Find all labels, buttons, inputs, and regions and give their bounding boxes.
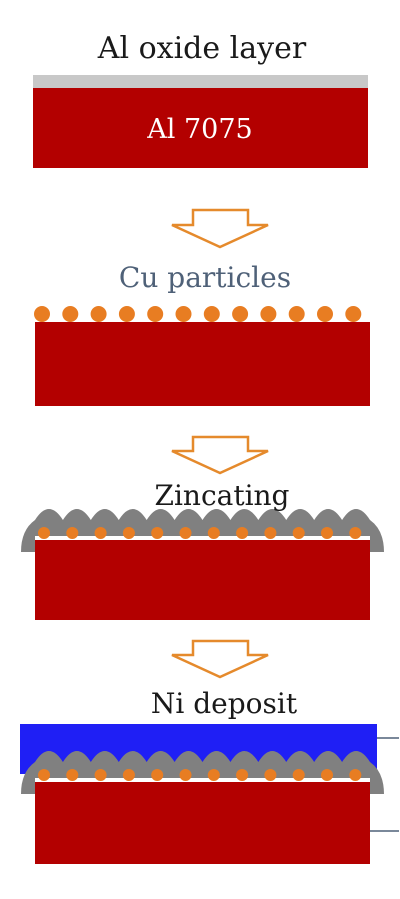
cu-particle bbox=[38, 769, 50, 781]
zinc-scallop bbox=[21, 751, 384, 794]
cu-particle bbox=[151, 527, 164, 539]
cu-particle bbox=[317, 306, 333, 322]
substrate-block-2 bbox=[35, 322, 370, 406]
cu-particle bbox=[236, 527, 249, 539]
cu-particle bbox=[179, 527, 192, 539]
cu-particle bbox=[349, 527, 362, 539]
cu-particle bbox=[288, 306, 305, 322]
cu-particle bbox=[151, 769, 164, 781]
cu-particle bbox=[118, 306, 135, 322]
oxide-layer bbox=[33, 75, 368, 88]
cu-particle bbox=[175, 306, 192, 322]
down-arrow-2 bbox=[171, 435, 269, 475]
cu-particles-label: Cu particles bbox=[119, 261, 291, 294]
cu-particle bbox=[94, 527, 107, 539]
cu-particle bbox=[345, 306, 362, 322]
cu-particle bbox=[66, 527, 79, 539]
cu-particle bbox=[207, 769, 220, 781]
cu-particle bbox=[94, 769, 107, 781]
cu-particle bbox=[147, 306, 164, 322]
zinc-scallop bbox=[21, 509, 384, 552]
zincating-label: Zincating bbox=[155, 479, 290, 512]
ni-deposit-label: Ni deposit bbox=[151, 687, 298, 720]
cu-particle bbox=[321, 769, 333, 781]
cu-particle bbox=[38, 527, 50, 539]
substrate-label: Al 7075 bbox=[146, 114, 252, 145]
cu-particle bbox=[292, 769, 305, 781]
cu-particle bbox=[122, 769, 135, 781]
cu-particle bbox=[207, 527, 220, 539]
oxide-layer-label: Al oxide layer bbox=[97, 31, 307, 66]
cu-particle bbox=[62, 306, 79, 322]
cu-particle-row bbox=[34, 306, 362, 322]
cu-particle bbox=[349, 769, 362, 781]
cu-particle bbox=[264, 769, 277, 781]
cu-particle bbox=[236, 769, 249, 781]
zinc-layer bbox=[21, 509, 384, 552]
cu-particle bbox=[203, 306, 220, 322]
zinc-layer-under-nickel bbox=[21, 751, 384, 794]
cu-particle bbox=[179, 769, 192, 781]
substrate-block-1 bbox=[33, 88, 368, 168]
down-arrow-1 bbox=[171, 208, 269, 249]
cu-particle-row-zincated bbox=[38, 527, 362, 539]
substrate-block-3 bbox=[35, 540, 370, 620]
cu-particle bbox=[260, 306, 277, 322]
cu-particle bbox=[34, 306, 50, 322]
cu-particle bbox=[264, 527, 277, 539]
substrate-block-4 bbox=[35, 782, 370, 864]
cu-particle bbox=[66, 769, 79, 781]
cu-particle bbox=[232, 306, 249, 322]
cu-particle-row-under-nickel bbox=[38, 769, 362, 781]
cu-particle bbox=[292, 527, 305, 539]
down-arrow-3 bbox=[171, 639, 269, 679]
cu-particle bbox=[90, 306, 107, 322]
cu-particle bbox=[122, 527, 135, 539]
cu-particle bbox=[321, 527, 333, 539]
